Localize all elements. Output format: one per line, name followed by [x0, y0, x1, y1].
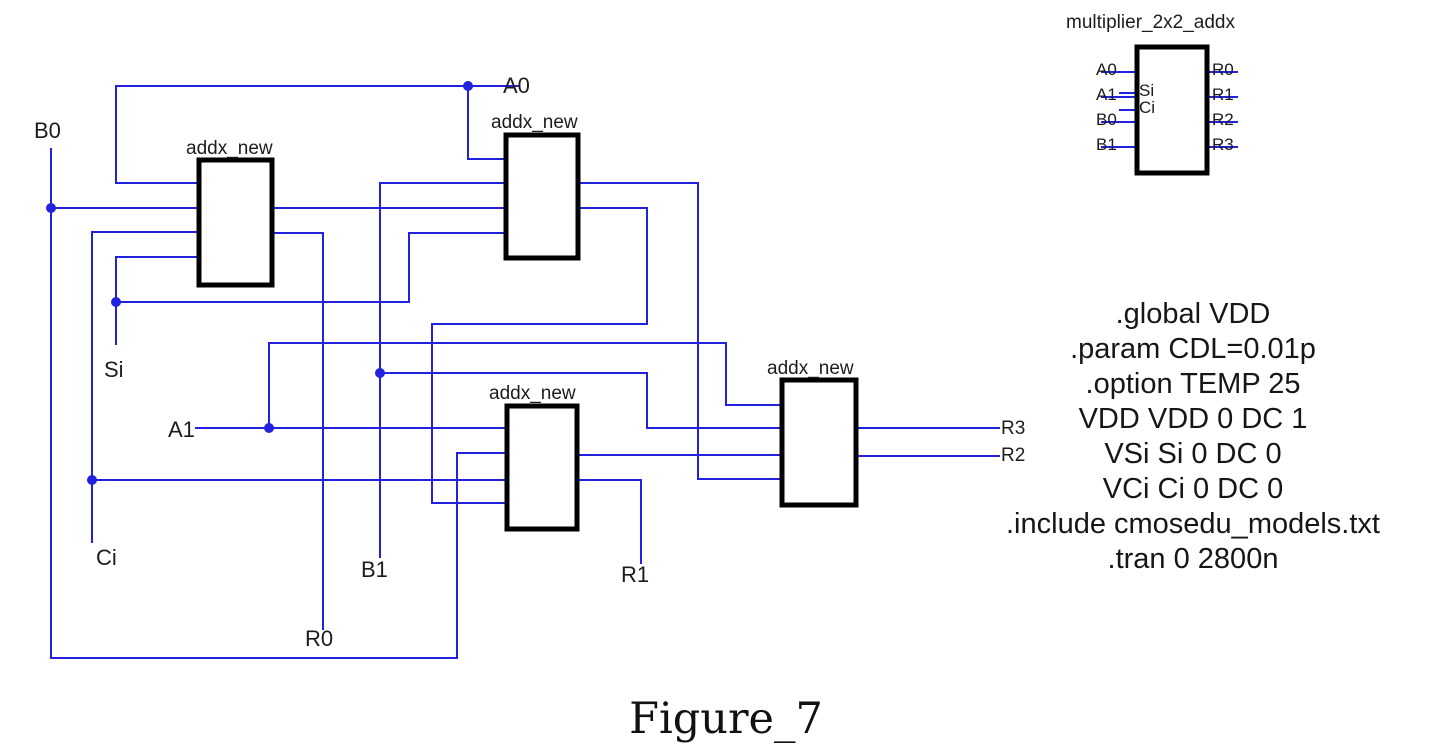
junction-dot: [264, 423, 274, 433]
spice-line: VDD VDD 0 DC 1: [1078, 403, 1308, 435]
symbol-pin-stubs[interactable]: [1101, 71, 1238, 148]
symbol-pin-si[interactable]: Si: [1139, 81, 1155, 100]
symbol-pin-r3[interactable]: R3: [1212, 135, 1234, 154]
symbol-pin-b0[interactable]: B0: [1096, 110, 1117, 129]
spice-directives[interactable]: .global VDD .param CDL=0.01p .option TEM…: [973, 297, 1413, 577]
adder-instance-2-label[interactable]: addx_new: [491, 112, 578, 133]
symbol-pin-b1[interactable]: B1: [1096, 135, 1117, 154]
net-label-ci[interactable]: Ci: [96, 545, 117, 570]
symbol-pin-a0[interactable]: A0: [1096, 60, 1117, 79]
junction-dot: [375, 368, 385, 378]
spice-line: .global VDD: [1115, 298, 1271, 330]
net-label-r2[interactable]: R2: [1001, 445, 1026, 466]
symbol-pin-a1[interactable]: A1: [1096, 85, 1117, 104]
adder-instance-4-body[interactable]: [779, 377, 859, 508]
spice-line: VCi Ci 0 DC 0: [1102, 473, 1284, 505]
wire-net-a1[interactable]: [195, 342, 782, 429]
adder-instance-3-label[interactable]: addx_new: [489, 383, 576, 404]
figure-caption: Figure_7: [629, 694, 823, 744]
junction-dot: [46, 203, 56, 213]
wire-adder2-to-adder4[interactable]: [578, 182, 782, 480]
wire-net-ci[interactable]: [91, 231, 507, 543]
symbol-body[interactable]: [1134, 44, 1210, 176]
net-label-r0[interactable]: R0: [305, 626, 334, 651]
net-label-b0[interactable]: B0: [34, 118, 61, 143]
spice-line: .include cmosedu_models.txt: [1006, 508, 1380, 540]
wire-net-si[interactable]: [115, 232, 506, 345]
junction-dot: [87, 475, 97, 485]
wire-net-r0[interactable]: [272, 232, 324, 630]
adder-instance-4-label[interactable]: addx_new: [767, 358, 854, 379]
adder-instance-1-body[interactable]: [196, 157, 275, 288]
spice-line: VSi Si 0 DC 0: [1104, 438, 1282, 470]
net-label-a1[interactable]: A1: [168, 417, 195, 442]
net-label-r3[interactable]: R3: [1001, 418, 1026, 439]
adder-instance-3-body[interactable]: [504, 403, 580, 532]
symbol-pin-ci[interactable]: Ci: [1139, 98, 1156, 117]
adder-instance-1-label[interactable]: addx_new: [186, 138, 273, 159]
symbol-pin-r0[interactable]: R0: [1212, 60, 1234, 79]
net-label-a0[interactable]: A0: [503, 73, 530, 98]
spice-line: .option TEMP 25: [1085, 368, 1301, 400]
symbol-title[interactable]: multiplier_2x2_addx: [1066, 12, 1235, 33]
spice-line: .tran 0 2800n: [1107, 543, 1279, 575]
symbol-pin-r2[interactable]: R2: [1212, 110, 1234, 129]
junction-dot: [111, 297, 121, 307]
wire-net-b1[interactable]: [379, 182, 782, 558]
wire-net-r1[interactable]: [577, 479, 642, 564]
wire-net-b0[interactable]: [50, 148, 507, 659]
net-label-r1[interactable]: R1: [621, 562, 650, 587]
net-label-si[interactable]: Si: [104, 357, 124, 382]
symbol-pin-r1[interactable]: R1: [1212, 85, 1234, 104]
adder-instance-2-body[interactable]: [503, 132, 581, 261]
wire-net-a0[interactable]: [115, 85, 520, 184]
net-label-b1[interactable]: B1: [361, 557, 388, 582]
spice-line: .param CDL=0.01p: [1070, 333, 1316, 365]
wire-adder2-to-adder3[interactable]: [431, 207, 648, 504]
junction-dot: [463, 81, 473, 91]
